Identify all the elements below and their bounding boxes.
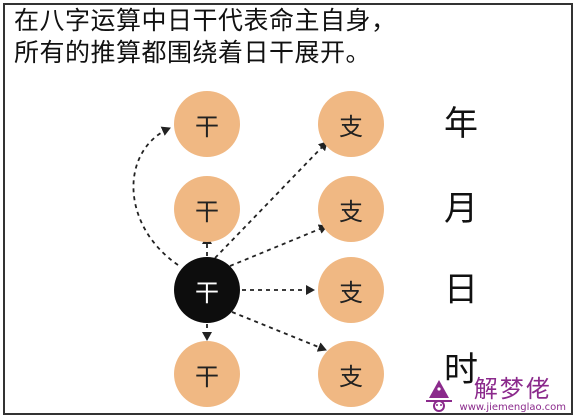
arrow-to-month-branch (229, 224, 328, 267)
hour-branch-node: 支 (318, 341, 384, 407)
wizard-logo-icon (425, 380, 452, 412)
diagram-frame (3, 3, 573, 415)
month-branch-node: 支 (318, 176, 384, 242)
arrow-to-hour-branch (231, 311, 327, 352)
day-stem-node: 干 (174, 257, 240, 323)
watermark-url: www.jiemenglao.com (459, 402, 566, 413)
year-branch-node: 支 (318, 91, 384, 157)
title-line-1: 在八字运算中日干代表命主自身， (14, 6, 397, 35)
year-stem-node: 干 (174, 91, 240, 157)
arrow-to-year-stem (132, 126, 179, 266)
watermark-name: 解梦佬 (473, 375, 552, 403)
pillar-hour-label: 时 (444, 350, 478, 390)
title-line-2: 所有的推算都围绕着日干展开。 (14, 38, 372, 67)
watermark: 解梦佬 www.jiemenglao.com (422, 376, 566, 414)
pillar-month-label: 月 (444, 189, 478, 229)
pillar-day-label: 日 (444, 270, 478, 310)
pillar-year-label: 年 (444, 104, 478, 144)
hour-stem-node: 干 (174, 341, 240, 407)
arrow-to-year-branch (214, 141, 328, 259)
day-branch-node: 支 (318, 257, 384, 323)
month-stem-node: 干 (174, 176, 240, 242)
